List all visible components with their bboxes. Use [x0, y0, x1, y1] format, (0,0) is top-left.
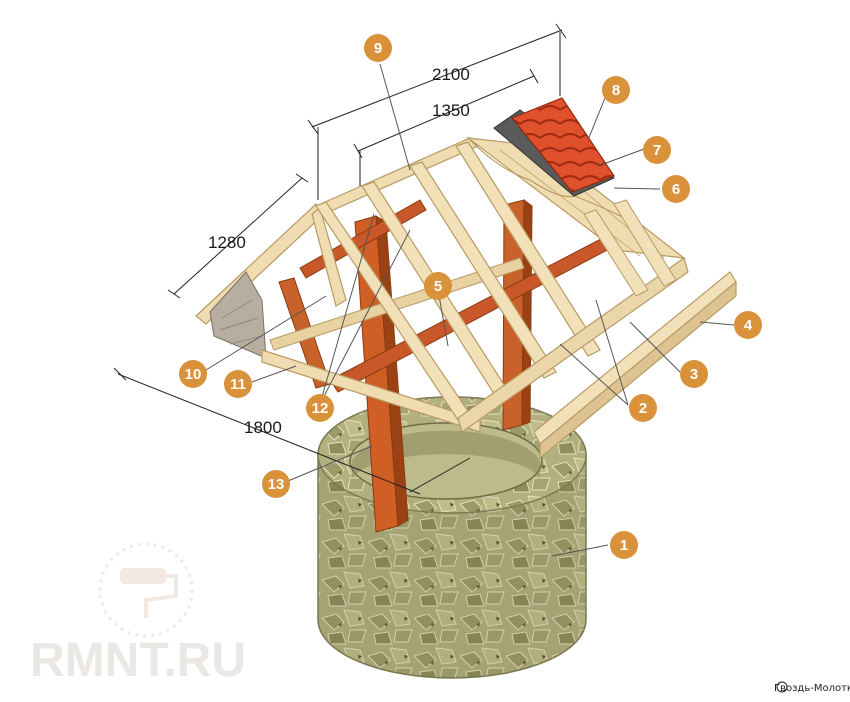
svg-text:13: 13 — [268, 476, 285, 493]
dim-1350-label: 1350 — [432, 101, 470, 120]
callout-1: 1 — [610, 531, 638, 559]
svg-text:12: 12 — [312, 400, 329, 417]
callout-11: 11 — [224, 370, 252, 398]
callout-2: 2 — [629, 394, 657, 422]
svg-text:1: 1 — [620, 537, 628, 554]
callout-12: 12 — [306, 394, 334, 422]
svg-text:3: 3 — [690, 366, 698, 383]
paint-roller-icon — [120, 568, 178, 618]
dim-2100-label: 2100 — [432, 65, 470, 84]
svg-text:2: 2 — [639, 400, 647, 417]
credit-text: Гвоздь-Молотка — [774, 683, 850, 694]
svg-text:9: 9 — [374, 40, 382, 57]
callout-13: 13 — [262, 470, 290, 498]
leader-lines — [205, 63, 735, 557]
svg-text:11: 11 — [230, 376, 246, 393]
credit-logo-icon — [776, 681, 788, 693]
svg-text:8: 8 — [612, 82, 620, 99]
dim-1280-label: 1280 — [208, 233, 246, 252]
dimension-lines — [113, 23, 567, 495]
callout-9: 9 — [364, 34, 392, 62]
fascia-board — [533, 271, 737, 460]
svg-text:7: 7 — [653, 142, 661, 159]
svg-text:6: 6 — [672, 181, 680, 198]
watermark-logo — [98, 542, 194, 638]
svg-text:10: 10 — [185, 366, 202, 383]
callout-5: 5 — [424, 272, 452, 300]
dim-1800-label: 1800 — [244, 418, 282, 437]
callout-8: 8 — [602, 76, 630, 104]
svg-text:4: 4 — [744, 317, 753, 334]
callout-6: 6 — [662, 175, 690, 203]
callout-7: 7 — [643, 136, 671, 164]
callout-10: 10 — [179, 360, 207, 388]
callout-4: 4 — [734, 311, 762, 339]
svg-text:5: 5 — [434, 278, 442, 295]
roof-frame — [195, 97, 689, 433]
callout-3: 3 — [680, 360, 708, 388]
watermark-text: RMNT.RU — [30, 634, 246, 687]
